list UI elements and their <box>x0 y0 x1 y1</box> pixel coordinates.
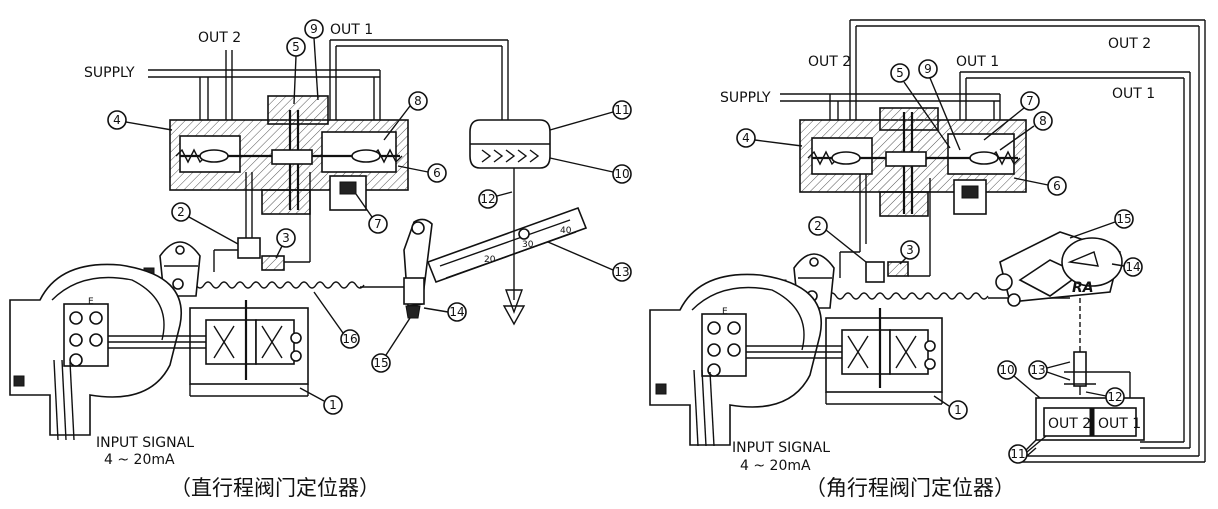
right-piping <box>780 93 1001 120</box>
box-out2-label: OUT 2 <box>1048 416 1091 432</box>
left-callout-5: 5 <box>292 40 300 54</box>
left-terminal-housing: E <box>9 263 206 441</box>
left-callout-14: 14 <box>449 305 464 319</box>
right-terminal-housing: E <box>649 273 842 447</box>
right-callout-13: 13 <box>1030 363 1045 377</box>
left-callout-8: 8 <box>414 94 422 108</box>
left-callouts: 1 2 3 4 5 6 7 8 9 10 11 12 13 1 <box>107 19 632 415</box>
right-callout-10: 10 <box>999 363 1014 377</box>
right-callout-12: 12 <box>1107 390 1122 404</box>
left-torque-motor <box>189 300 309 397</box>
left-input-range-label: 4 ~ 20mA <box>104 452 175 468</box>
scale-tick-20: 20 <box>484 255 496 265</box>
left-out2-label: OUT 2 <box>198 30 241 46</box>
right-callout-7: 7 <box>1026 94 1034 108</box>
left-nozzle-flapper <box>139 172 405 289</box>
right-e-mark: E <box>722 307 728 317</box>
right-callout-14: 14 <box>1125 260 1140 274</box>
right-callout-11: 11 <box>1010 447 1025 461</box>
right-callout-1: 1 <box>954 403 962 417</box>
left-e-mark: E <box>88 297 94 307</box>
right-callout-8: 8 <box>1039 114 1047 128</box>
right-out1-label: OUT 1 <box>956 54 999 70</box>
left-callout-12: 12 <box>480 192 495 206</box>
left-input-signal-label: INPUT SIGNAL <box>96 435 194 451</box>
scale-tick-30: 30 <box>522 240 534 250</box>
right-out1-far-label: OUT 1 <box>1112 86 1155 102</box>
right-out2-label: OUT 2 <box>808 54 851 70</box>
right-out2-far-label: OUT 2 <box>1108 36 1151 52</box>
right-callout-15: 15 <box>1116 212 1131 226</box>
left-callout-16: 16 <box>342 332 357 346</box>
right-return-lines <box>849 19 1206 463</box>
right-supply-label: SUPPLY <box>720 90 771 106</box>
right-nozzle-flapper <box>779 174 1070 300</box>
linear-positioner-diagram: E 20 30 40 1 <box>9 19 632 500</box>
left-callout-7: 7 <box>374 217 382 231</box>
left-feedback-lever: 20 30 40 <box>403 206 588 319</box>
left-pilot-valve-body <box>169 95 409 215</box>
right-callout-2: 2 <box>814 219 822 233</box>
box-out1-label: OUT 1 <box>1098 416 1141 432</box>
left-callout-10: 10 <box>614 167 629 181</box>
left-callout-11: 11 <box>614 103 629 117</box>
left-actuator <box>469 119 551 326</box>
rotary-positioner-diagram: E RA OUT 2 OUT 1 <box>649 19 1206 500</box>
right-callout-6: 6 <box>1053 179 1061 193</box>
right-callouts: 1 2 3 4 5 6 7 8 9 10 11 12 13 <box>736 59 1143 464</box>
left-callout-1: 1 <box>329 398 337 412</box>
left-callout-13: 13 <box>614 265 629 279</box>
ra-label: RA <box>1072 280 1094 296</box>
left-out1-label: OUT 1 <box>330 22 373 38</box>
right-callout-5: 5 <box>896 66 904 80</box>
left-callout-6: 6 <box>433 166 441 180</box>
left-callout-3: 3 <box>282 231 290 245</box>
scale-tick-40: 40 <box>560 226 572 236</box>
left-callout-2: 2 <box>177 205 185 219</box>
right-input-range-label: 4 ~ 20mA <box>740 458 811 474</box>
left-caption: （直行程阀门定位器） <box>170 476 380 500</box>
left-callout-9: 9 <box>310 22 318 36</box>
right-callout-3: 3 <box>906 243 914 257</box>
right-torque-motor <box>825 308 943 405</box>
right-callout-4: 4 <box>742 131 750 145</box>
left-callout-4: 4 <box>113 113 121 127</box>
right-caption: （角行程阀门定位器） <box>805 476 1015 500</box>
left-callout-15: 15 <box>373 356 388 370</box>
right-pilot-valve-body <box>799 107 1027 217</box>
right-output-box: OUT 2 OUT 1 <box>1019 397 1145 463</box>
right-callout-9: 9 <box>924 62 932 76</box>
left-supply-label: SUPPLY <box>84 65 135 81</box>
right-cam-assembly: RA <box>995 231 1131 410</box>
right-input-signal-label: INPUT SIGNAL <box>732 440 830 456</box>
left-piping <box>148 39 509 120</box>
